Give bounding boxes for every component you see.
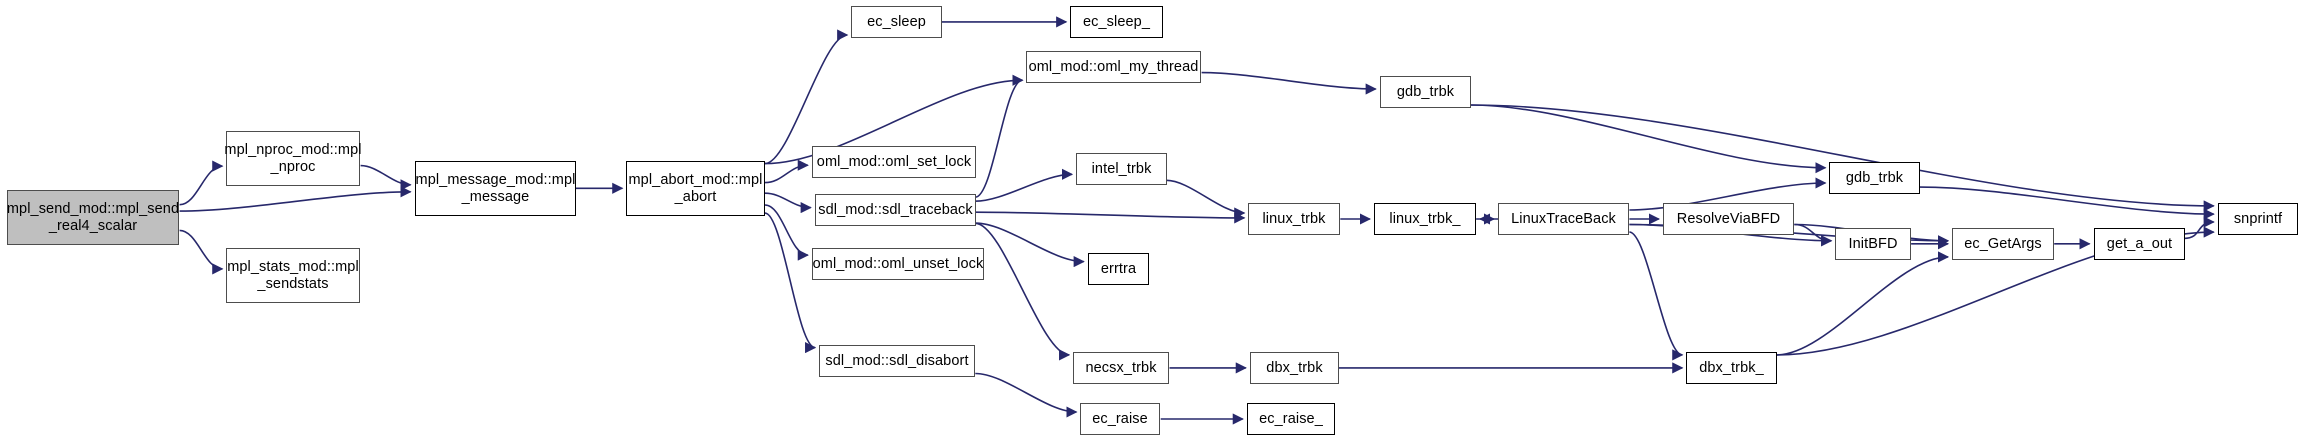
graph-node[interactable]: oml_mod::oml_my_thread: [1026, 51, 1201, 83]
graph-node[interactable]: mpl_nproc_mod::mpl _nproc: [224, 131, 362, 186]
graph-edge: [764, 74, 1024, 165]
graph-node-label: dbx_trbk: [1266, 359, 1323, 376]
graph-node[interactable]: mpl_send_mod::mpl_send _real4_scalar: [7, 190, 179, 245]
graph-node[interactable]: oml_mod::oml_unset_lock: [812, 248, 984, 280]
graph-node-label: get_a_out: [2106, 235, 2173, 252]
graph-edge: [1201, 71, 1377, 95]
graph-node-label: snprintf: [2233, 210, 2283, 227]
graph-edge: [179, 186, 412, 212]
graph-node-label: oml_mod::oml_set_lock: [816, 153, 972, 170]
graph-node-label: oml_mod::oml_unset_lock: [812, 255, 984, 272]
graph-edge: [2184, 216, 2215, 240]
graph-edge: [179, 229, 224, 275]
graph-edge: [1629, 231, 1684, 361]
graph-node-label: ec_raise: [1092, 410, 1148, 427]
graph-edge: [764, 212, 817, 354]
graph-node-label: linux_trbk: [1262, 210, 1326, 227]
graph-node[interactable]: mpl_stats_mod::mpl _sendstats: [226, 248, 360, 303]
graph-node[interactable]: ec_sleep: [851, 6, 942, 38]
graph-node[interactable]: oml_mod::oml_set_lock: [812, 146, 976, 178]
graph-node[interactable]: dbx_trbk_: [1686, 352, 1777, 384]
graph-node-label: sdl_mod::sdl_traceback: [818, 201, 973, 218]
graph-edge: [1470, 104, 1827, 174]
graph-node-label: ec_sleep: [867, 13, 926, 30]
graph-node[interactable]: mpl_message_mod::mpl _message: [415, 161, 576, 216]
graph-node-label: errtra: [1100, 260, 1137, 277]
graph-edge: [764, 29, 849, 165]
graph-node[interactable]: ec_sleep_: [1070, 6, 1163, 38]
graph-edge: [975, 211, 1246, 224]
graph-node-label: oml_mod::oml_my_thread: [1028, 58, 1199, 75]
graph-node-label: mpl_abort_mod::mpl _abort: [628, 172, 763, 205]
graph-node-label: LinuxTraceBack: [1511, 210, 1616, 227]
edge-paths: [179, 16, 2215, 425]
graph-node[interactable]: ec_GetArgs: [1952, 228, 2054, 260]
graph-edge: [975, 372, 1078, 418]
graph-node-label: gdb_trbk: [1396, 83, 1455, 100]
graph-node-label: sdl_mod::sdl_disabort: [825, 352, 969, 369]
graph-node-label: ResolveViaBFD: [1676, 210, 1781, 227]
graph-node[interactable]: errtra: [1088, 253, 1149, 285]
graph-edge: [1919, 186, 2215, 220]
graph-edge: [1470, 104, 2215, 212]
graph-node-label: mpl_message_mod::mpl _message: [415, 172, 576, 205]
graph-node-label: mpl_stats_mod::mpl _sendstats: [227, 259, 359, 292]
graph-node-label: linux_trbk_: [1389, 210, 1461, 227]
graph-node-label: gdb_trbk: [1845, 169, 1904, 186]
graph-edge: [764, 192, 812, 214]
graph-node-label: intel_trbk: [1091, 160, 1152, 177]
graph-edge: [974, 74, 1024, 198]
graph-edge: [764, 159, 809, 184]
graph-node-label: ec_raise_: [1259, 410, 1323, 427]
graph-edge: [1629, 177, 1827, 211]
graph-node[interactable]: sdl_mod::sdl_traceback: [815, 194, 976, 226]
graph-node-label: mpl_nproc_mod::mpl _nproc: [224, 142, 362, 175]
graph-node-label: dbx_trbk_: [1699, 359, 1764, 376]
graph-edge: [360, 164, 412, 191]
graph-node[interactable]: InitBFD: [1835, 228, 1911, 260]
graph-node-label: ec_GetArgs: [1964, 235, 2042, 252]
graph-node[interactable]: sdl_mod::sdl_disabort: [819, 345, 975, 377]
graph-node[interactable]: dbx_trbk: [1250, 352, 1339, 384]
graph-edge: [179, 160, 224, 206]
graph-node[interactable]: necsx_trbk: [1073, 352, 1169, 384]
graph-node[interactable]: linux_trbk: [1248, 203, 1340, 235]
graph-node[interactable]: linux_trbk_: [1374, 203, 1476, 235]
graph-node[interactable]: get_a_out: [2094, 228, 2185, 260]
graph-node[interactable]: ResolveViaBFD: [1663, 203, 1794, 235]
graph-node[interactable]: mpl_abort_mod::mpl _abort: [626, 161, 765, 216]
graph-node-label: ec_sleep_: [1082, 13, 1150, 30]
graph-edge: [975, 222, 1071, 361]
graph-node[interactable]: LinuxTraceBack: [1498, 203, 1629, 235]
graph-node-label: InitBFD: [1848, 235, 1898, 252]
graph-edge: [1776, 251, 1950, 356]
graph-node[interactable]: ec_raise_: [1247, 403, 1335, 435]
graph-node[interactable]: snprintf: [2218, 203, 2298, 235]
graph-edge: [975, 222, 1085, 268]
graph-node[interactable]: ec_raise: [1080, 403, 1160, 435]
graph-edge: [764, 204, 809, 261]
graph-node-label: mpl_send_mod::mpl_send _real4_scalar: [6, 201, 180, 234]
graph-node[interactable]: gdb_trbk: [1380, 76, 1471, 108]
graph-node[interactable]: intel_trbk: [1076, 153, 1167, 185]
graph-node[interactable]: gdb_trbk: [1829, 162, 1920, 194]
graph-edge: [975, 168, 1074, 202]
graph-node-label: necsx_trbk: [1085, 359, 1157, 376]
graph-edge: [1166, 179, 1246, 219]
